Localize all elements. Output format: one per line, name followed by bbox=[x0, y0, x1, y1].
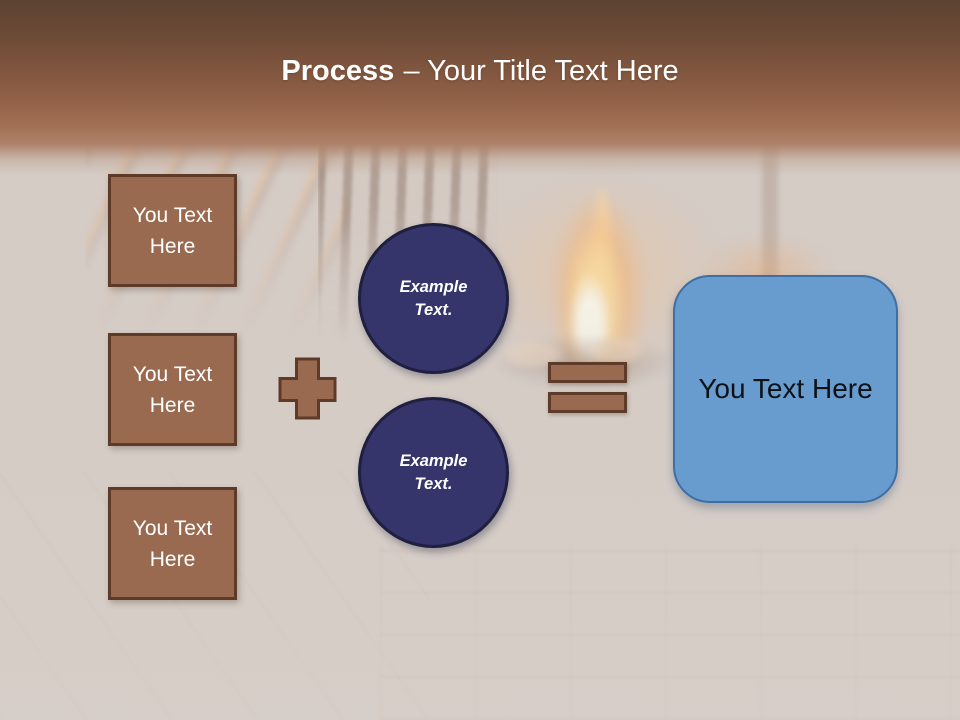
example-circle-2-label: Example Text. bbox=[399, 451, 468, 493]
input-box-1-label: You Text Here bbox=[132, 203, 213, 258]
example-circle-1[interactable]: Example Text. bbox=[358, 223, 509, 374]
title-keyword: Process bbox=[281, 55, 395, 87]
input-box-3-label: You Text Here bbox=[132, 516, 213, 571]
input-box-1[interactable]: You Text Here bbox=[108, 174, 237, 287]
result-box[interactable]: You Text Here bbox=[673, 275, 898, 503]
input-box-3[interactable]: You Text Here bbox=[108, 487, 237, 600]
example-circle-1-label: Example Text. bbox=[399, 277, 468, 319]
header-band bbox=[0, 0, 960, 175]
result-box-label: You Text Here bbox=[698, 373, 873, 404]
input-box-2[interactable]: You Text Here bbox=[108, 333, 237, 446]
equals-bar-bottom bbox=[548, 392, 627, 413]
equals-bar-top bbox=[548, 362, 627, 383]
input-box-2-label: You Text Here bbox=[132, 362, 213, 417]
slide-title[interactable]: Process– Your Title Text Here bbox=[0, 53, 960, 90]
plus-icon[interactable] bbox=[278, 357, 337, 420]
title-text: – Your Title Text Here bbox=[403, 55, 679, 87]
example-circle-2[interactable]: Example Text. bbox=[358, 397, 509, 548]
plus-glyph bbox=[278, 357, 337, 420]
